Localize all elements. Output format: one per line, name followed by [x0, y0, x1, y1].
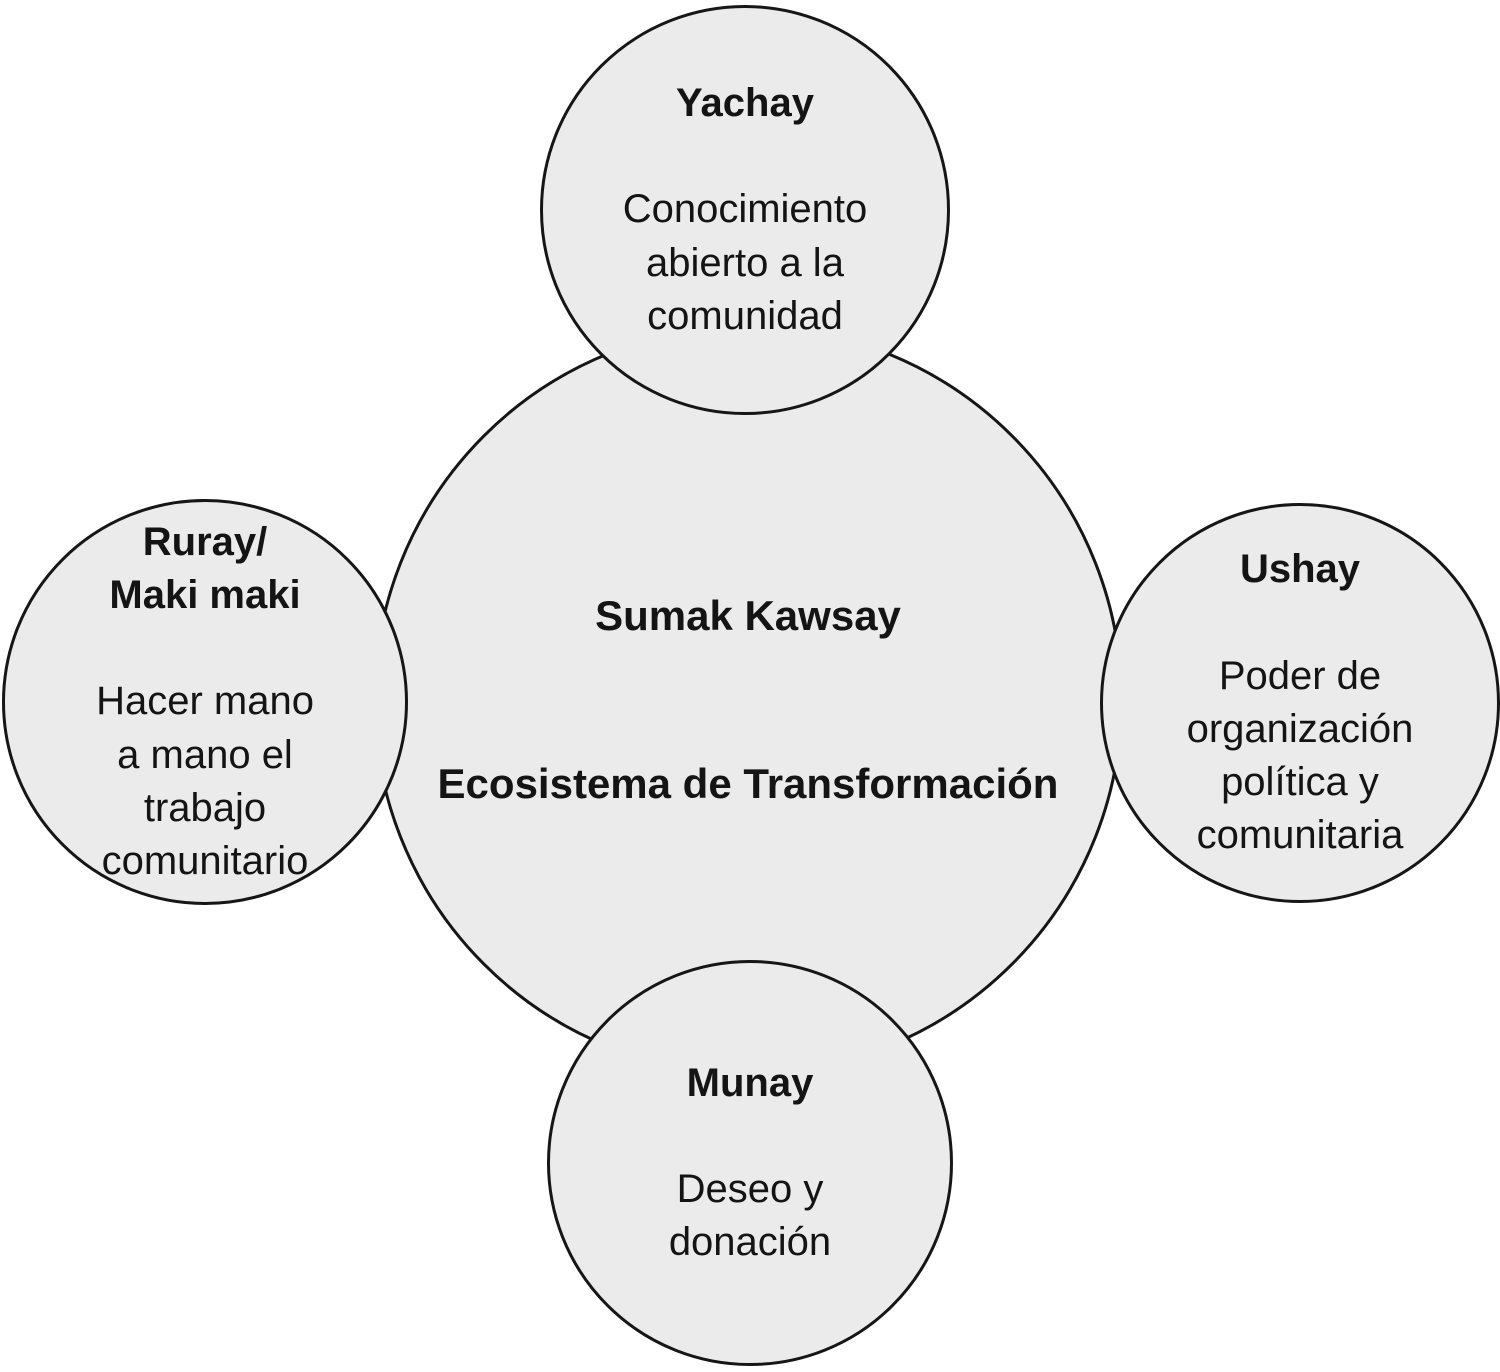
circle-munay-description: Deseo y donación [668, 1167, 832, 1265]
circle-ushay-text: Ushay Poder de organización política y c… [1187, 490, 1414, 916]
center-circle-sumak-kawsay: Sumak Kawsay Ecosistema de Transformació… [373, 325, 1123, 1075]
circle-ruray-title: Ruray/ Maki maki [109, 519, 301, 618]
center-circle-subtitle: Ecosistema de Transformación [437, 759, 1059, 807]
circle-ruray-maki-maki: Ruray/ Maki maki Hacer mano a mano el tr… [2, 499, 408, 905]
circle-ushay: Ushay Poder de organización política y c… [1100, 503, 1500, 903]
circle-ruray-text: Ruray/ Maki maki Hacer mano a mano el tr… [96, 463, 314, 942]
circle-munay-title: Munay [686, 1060, 814, 1105]
circle-munay: Munay Deseo y donación [547, 960, 953, 1366]
circle-yachay-text: Yachay Conocimiento abierto a la comunid… [623, 24, 868, 396]
center-circle-text: Sumak Kawsay Ecosistema de Transformació… [438, 532, 1059, 867]
circle-ushay-description: Poder de organización política y comunit… [1186, 653, 1414, 858]
circle-munay-text: Munay Deseo y donación [669, 1003, 831, 1322]
circle-ruray-description: Hacer mano a mano el trabajo comunitario [96, 679, 314, 883]
circle-yachay-title: Yachay [676, 81, 814, 126]
circle-yachay-description: Conocimiento abierto a la comunidad [622, 187, 868, 338]
circle-yachay: Yachay Conocimiento abierto a la comunid… [540, 5, 950, 415]
center-circle-title: Sumak Kawsay [595, 592, 901, 640]
circle-ushay-title: Ushay [1239, 547, 1361, 592]
